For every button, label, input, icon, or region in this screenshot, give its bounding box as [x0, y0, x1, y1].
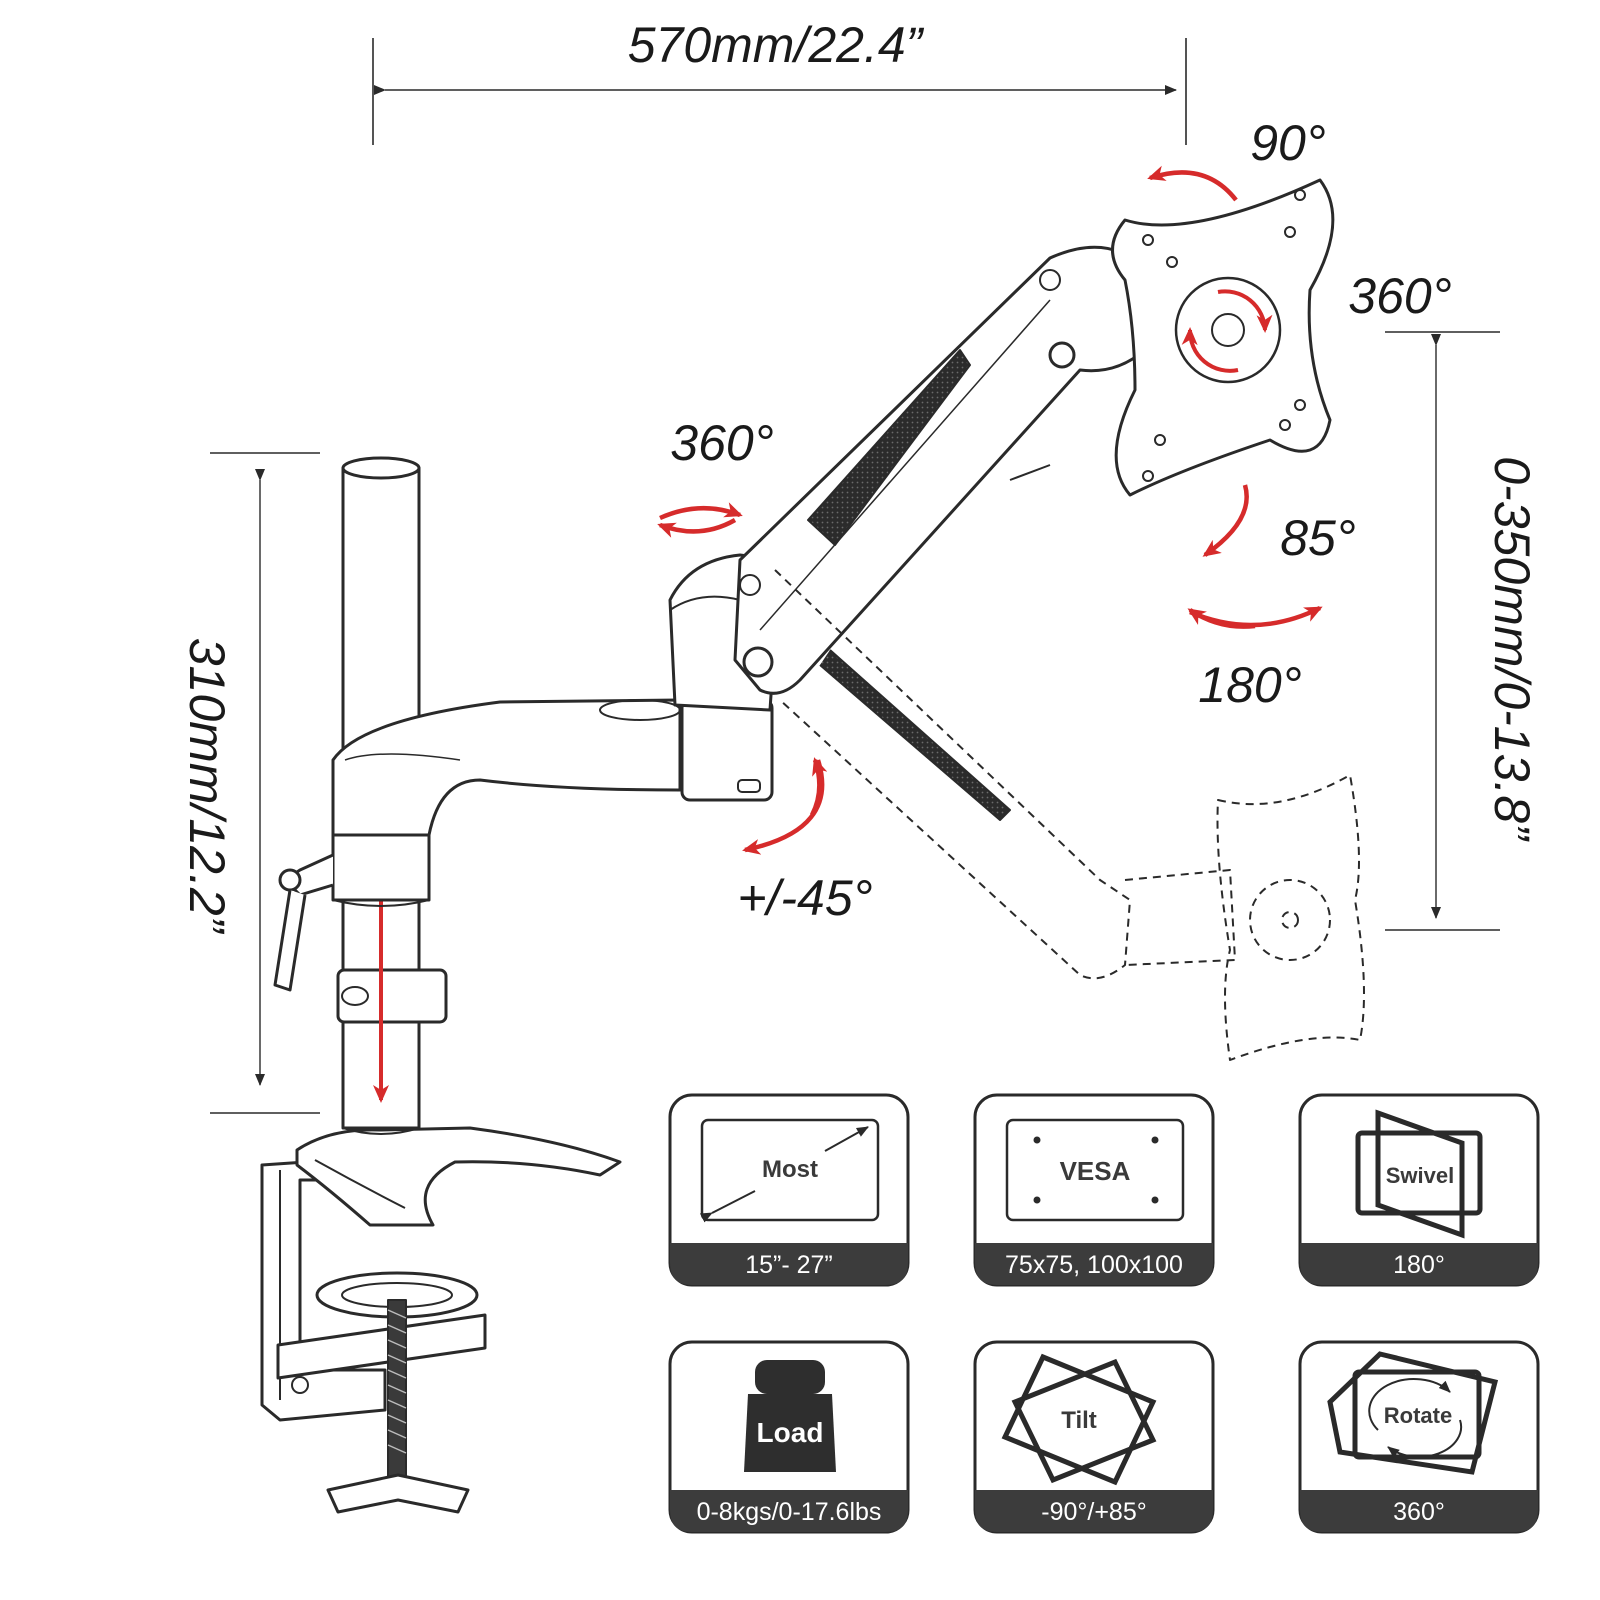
- weight-icon: Load: [744, 1360, 836, 1472]
- lowered-position-outline: [774, 569, 1365, 1061]
- rotate-icon: Rotate: [1327, 1351, 1499, 1475]
- tilt-down-arrow-icon: [1202, 484, 1249, 557]
- tilt-down-angle: 85°: [1280, 510, 1356, 566]
- load-value: 0-8kgs/0-17.6lbs: [697, 1498, 882, 1526]
- arm-swivel-arrow-icon: [659, 502, 743, 521]
- height-range-dimension: 0-350mm/0-13.8”: [1385, 331, 1540, 931]
- screen-size-icon: Most: [699, 1118, 880, 1223]
- vesa-icon-label: VESA: [1060, 1156, 1131, 1186]
- angle-labels: 90° 360° 360° 85° 180° +/-45°: [670, 115, 1451, 926]
- swivel-value: 180°: [1393, 1251, 1445, 1279]
- weight-icon-label: Load: [757, 1417, 824, 1448]
- rotate-icon-label: Rotate: [1384, 1403, 1452, 1428]
- arm-swivel-arrow-back-icon: [657, 518, 737, 538]
- tilt-up-arrow-icon: [1147, 165, 1238, 202]
- swivel-angle: 180°: [1198, 657, 1301, 713]
- vesa-value: 75x75, 100x100: [1005, 1251, 1183, 1279]
- height-range-label: 0-350mm/0-13.8”: [1484, 456, 1540, 842]
- swivel-icon-label: Swivel: [1386, 1163, 1454, 1188]
- vesa-plate-icon: VESA: [1005, 1118, 1185, 1222]
- lower-arm: [331, 698, 682, 837]
- feature-card-rotate: Rotate 360°: [1298, 1340, 1540, 1534]
- reach-dimension: 570mm/22.4”: [372, 17, 1187, 145]
- elbow-tilt-arrow-up-icon: [809, 757, 828, 817]
- swivel-arrow-back-icon: [1187, 608, 1256, 629]
- pole-height-label: 310mm/12.2”: [179, 638, 235, 935]
- tilt-value: -90°/+85°: [1041, 1498, 1146, 1526]
- feature-card-swivel: Swivel 180°: [1298, 1093, 1540, 1287]
- height-collar: [273, 833, 431, 992]
- motion-arrows: [657, 165, 1323, 855]
- monitor-mount-drawing: [260, 178, 1365, 1514]
- tilt-up-angle: 90°: [1250, 115, 1326, 171]
- tilt-icon: Tilt: [1001, 1353, 1157, 1486]
- reach-label: 570mm/22.4”: [628, 17, 925, 73]
- feature-card-tilt: Tilt -90°/+85°: [973, 1340, 1215, 1534]
- feature-card-screen-size: Most 15”- 27”: [668, 1093, 910, 1287]
- pole-base: [295, 1126, 622, 1227]
- feature-cards: Most 15”- 27” VESA 75x75, 100x100: [668, 1093, 1540, 1534]
- swivel-icon: Swivel: [1355, 1109, 1483, 1239]
- screen-size-icon-label: Most: [762, 1156, 818, 1183]
- desk-clamp: [260, 1158, 487, 1514]
- feature-card-load: Load 0-8kgs/0-17.6lbs: [668, 1340, 910, 1534]
- tilt-icon-label: Tilt: [1061, 1407, 1097, 1434]
- vesa-plate: [1111, 178, 1335, 497]
- elbow-angle: +/-45°: [737, 870, 872, 926]
- screen-size-value: 15”- 27”: [745, 1251, 833, 1279]
- pole-height-dimension: 310mm/12.2”: [179, 452, 320, 1114]
- rotate-value: 360°: [1393, 1498, 1445, 1526]
- upper-arm: [733, 245, 1152, 695]
- arm-swivel-angle: 360°: [670, 415, 773, 471]
- rotate-angle: 360°: [1348, 268, 1451, 324]
- feature-card-vesa: VESA 75x75, 100x100: [973, 1093, 1215, 1287]
